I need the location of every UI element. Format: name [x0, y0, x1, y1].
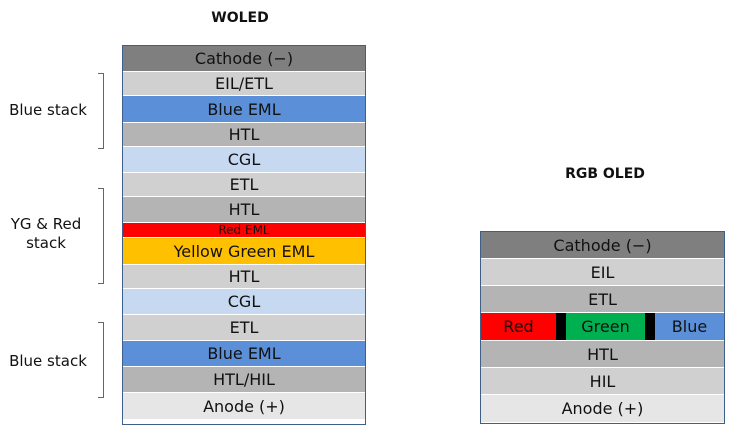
bracket-blue-stack-top [98, 73, 104, 149]
woled-layer: Red EML [123, 223, 365, 238]
rgb-layer: HIL [481, 368, 724, 395]
woled-layer: CGL [123, 289, 365, 315]
blue-emission-cell: Blue [655, 313, 724, 340]
woled-layer: HTL [123, 197, 365, 223]
woled-layer: EIL/ETL [123, 72, 365, 96]
pixel-separator [556, 313, 566, 340]
bracket-blue-stack-bottom [98, 322, 104, 398]
emission-layer-row: Red Green Blue [481, 313, 724, 341]
woled-layer: CGL [123, 147, 365, 173]
rgb-layer: ETL [481, 286, 724, 313]
group-label-yg-red-stack: YG & Red stack [10, 215, 82, 252]
green-emission-cell: Green [566, 313, 645, 340]
rgb-layer: Cathode (−) [481, 232, 724, 259]
bracket-yg-red-stack [98, 188, 104, 284]
woled-layer: HTL [123, 123, 365, 147]
pixel-separator [645, 313, 655, 340]
woled-layer: Anode (+) [123, 393, 365, 419]
woled-layer: HTL/HIL [123, 367, 365, 393]
rgb-layer: Anode (+) [481, 395, 724, 422]
woled-layer: ETL [123, 173, 365, 197]
rgb-oled-title: RGB OLED [565, 166, 645, 182]
woled-layer: Yellow Green EML [123, 238, 365, 265]
woled-title: WOLED [211, 10, 269, 26]
group-label-blue-stack-top: Blue stack [9, 101, 87, 119]
rgb-layer: EIL [481, 259, 724, 286]
woled-layer: HTL [123, 265, 365, 289]
woled-layer: Blue EML [123, 96, 365, 123]
woled-layer: ETL [123, 315, 365, 341]
woled-layer: Blue EML [123, 341, 365, 367]
red-emission-cell: Red [481, 313, 556, 340]
group-label-blue-stack-bottom: Blue stack [9, 352, 87, 370]
woled-layer: Cathode (−) [123, 46, 365, 72]
rgb-layer: HTL [481, 341, 724, 368]
